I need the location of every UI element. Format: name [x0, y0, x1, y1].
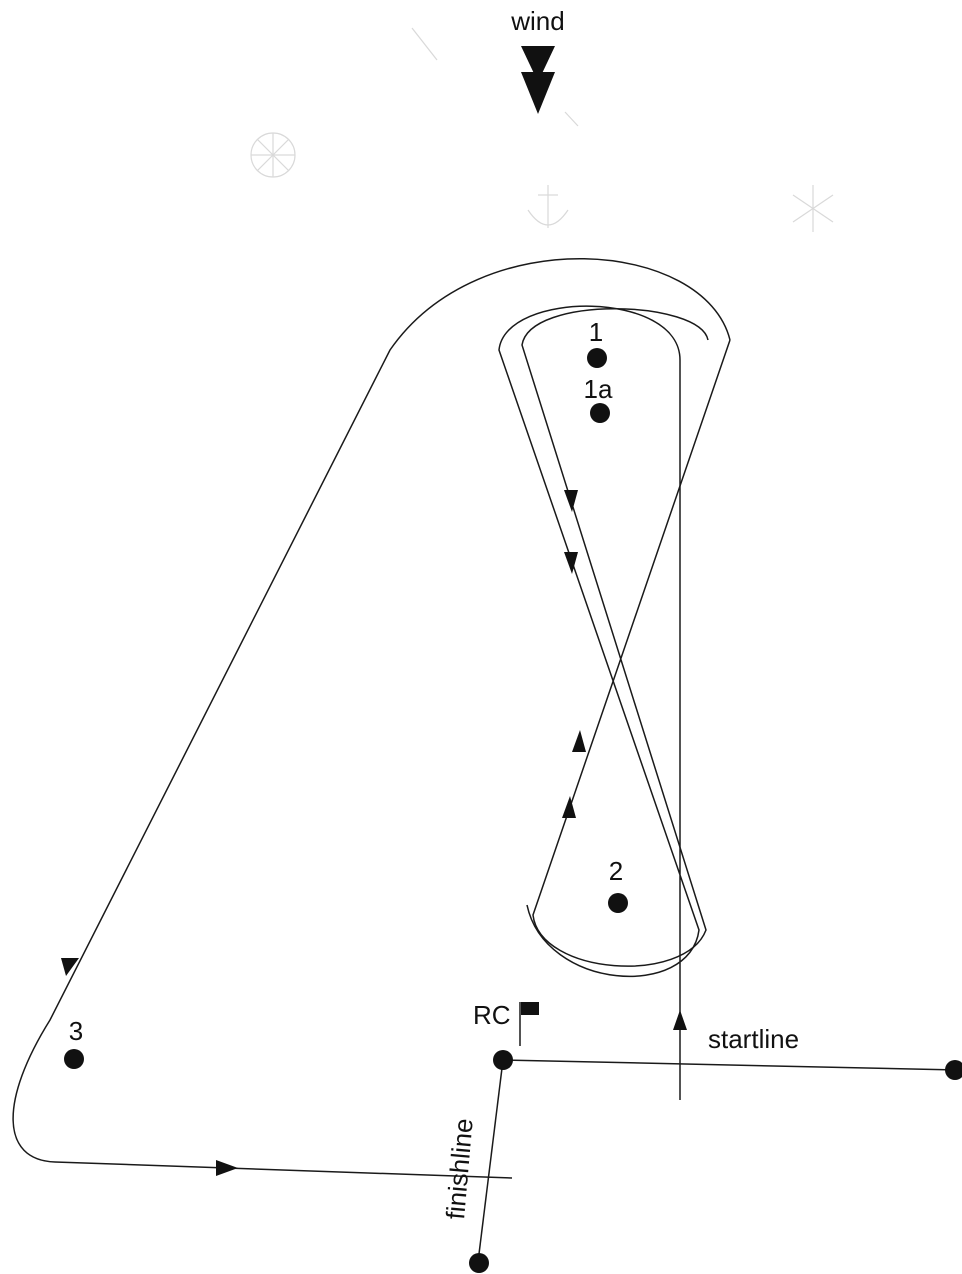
course-arrow-icon: [61, 958, 79, 976]
committee-boat-mark: [493, 1050, 513, 1070]
course-path-downwind-loop: [521, 308, 731, 967]
course-path-upwind-loop: [498, 305, 700, 1100]
mark-1a-label: 1a: [584, 374, 613, 404]
finish-line: [477, 1059, 504, 1263]
course-arrow-icon: [564, 552, 578, 574]
course-arrow-icon: [564, 490, 578, 512]
decorative-stroke: [411, 27, 438, 61]
mark-3-buoy: [64, 1049, 84, 1069]
committee-boat-label: RC: [473, 1000, 511, 1030]
course-arrow-icon: [572, 730, 586, 752]
start-line-pin-mark: [945, 1060, 962, 1080]
course-arrow-icon: [216, 1160, 238, 1176]
finish-line-pin-mark: [469, 1253, 489, 1273]
start-line-label: startline: [708, 1024, 799, 1054]
decorative-stroke: [564, 111, 579, 127]
anchor-icon: [527, 185, 569, 228]
flag-icon: [519, 1002, 539, 1046]
watermark-decorations: [250, 27, 834, 232]
wind-arrow-icon: [521, 46, 555, 114]
course-arrow-icon: [673, 1010, 687, 1030]
mark-2-label: 2: [609, 856, 623, 886]
finish-line-label: finishline: [440, 1117, 479, 1220]
course-path-reach-to-finish: [12, 258, 731, 1179]
mark-2-buoy: [608, 893, 628, 913]
mark-1a-buoy: [590, 403, 610, 423]
start-line: [502, 1059, 959, 1071]
course-arrow-icon: [562, 796, 576, 818]
star-icon: [792, 185, 834, 232]
compass-rose-icon: [250, 132, 296, 178]
wind-label: wind: [510, 6, 564, 36]
mark-3-label: 3: [69, 1016, 83, 1046]
mark-1-buoy: [587, 348, 607, 368]
mark-1-label: 1: [589, 317, 603, 347]
